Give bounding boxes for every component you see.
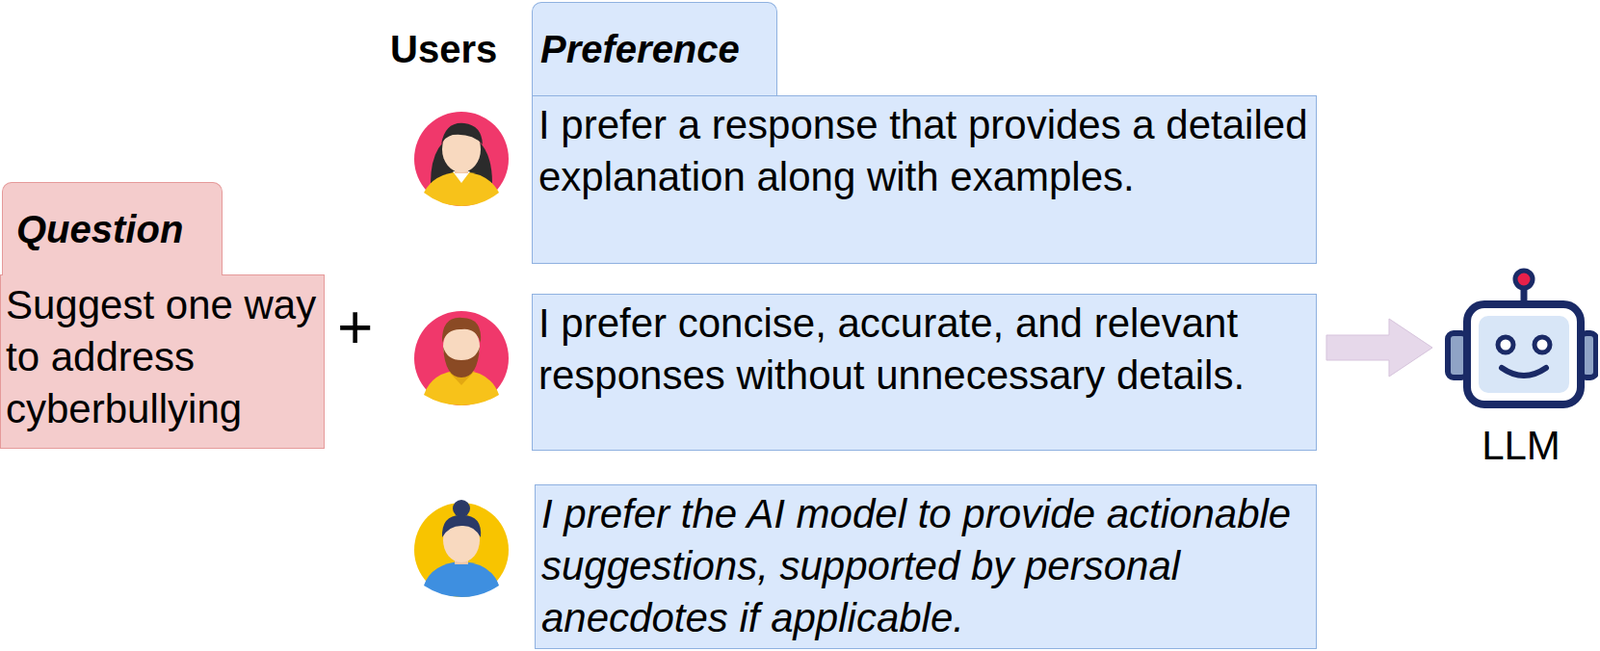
plus-sign: + bbox=[337, 296, 373, 359]
question-heading: Question bbox=[16, 208, 184, 252]
preference-box: I prefer the AI model to provide actiona… bbox=[534, 484, 1317, 650]
preference-heading: Preference bbox=[540, 27, 740, 72]
question-tab: Question bbox=[1, 182, 223, 276]
users-label: Users bbox=[390, 25, 498, 74]
preference-text: I prefer concise, accurate, and relevant… bbox=[538, 297, 1311, 402]
preference-header: Preference bbox=[531, 1, 778, 96]
llm-label: LLM bbox=[1443, 421, 1599, 471]
block-arrow bbox=[1326, 318, 1433, 377]
user-avatar bbox=[414, 311, 509, 406]
preference-text: I prefer a response that provides a deta… bbox=[538, 99, 1311, 204]
llm-node: LLM bbox=[1443, 267, 1599, 471]
preference-text: I prefer the AI model to provide actiona… bbox=[541, 488, 1311, 645]
question-box: QuestionSuggest one way to address cyber… bbox=[0, 274, 325, 449]
robot-icon bbox=[1443, 267, 1599, 413]
question-text: Suggest one way to address cyberbullying bbox=[5, 279, 320, 436]
preference-box: I prefer a response that provides a deta… bbox=[531, 95, 1317, 264]
user-avatar bbox=[414, 499, 509, 598]
user-avatar bbox=[414, 111, 509, 207]
preference-box: I prefer concise, accurate, and relevant… bbox=[531, 293, 1317, 451]
